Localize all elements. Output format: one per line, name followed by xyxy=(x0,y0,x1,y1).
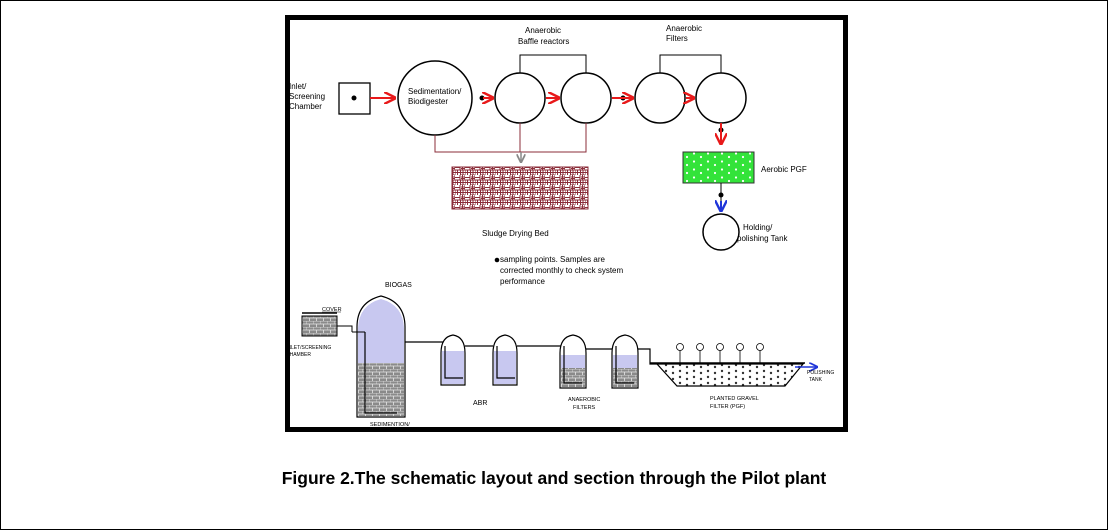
aerobic-pgf xyxy=(682,151,755,184)
filters-bracket xyxy=(659,54,722,73)
anaerobic-filter-2 xyxy=(695,72,747,124)
holding-label-1: Holding/ xyxy=(743,223,773,232)
section-tank-label-2: TANK xyxy=(809,377,823,383)
sedimentation-label-1: Sedimentation/ xyxy=(408,87,462,96)
filters-label-2: Filters xyxy=(666,34,688,43)
section-sedimentation-label-1: SEDIMENTION/ xyxy=(370,422,410,428)
abr-label-2: Baffle reactors xyxy=(518,37,569,46)
holding-label-2: polishing Tank xyxy=(737,234,789,243)
section-pgf xyxy=(650,343,817,387)
sampling-point-4 xyxy=(718,192,724,198)
abr-bracket xyxy=(519,54,587,73)
section-pgf-label-2: FILTER (PGF) xyxy=(710,404,745,410)
section-pgf-label-1: PLANTED GRAVEL xyxy=(710,396,759,402)
abr-tank-2 xyxy=(560,72,612,124)
sampling-legend-1: sampling points. Samples are xyxy=(500,255,605,264)
inlet-label-1: Inlet/ xyxy=(289,82,307,91)
anaerobic-filter-1 xyxy=(634,72,686,124)
pgf-label: Aerobic PGF xyxy=(761,165,807,174)
sludge-drying-bed xyxy=(451,166,589,210)
inlet-label-3: Chamber xyxy=(289,102,322,111)
section-filters-label-1: ANAEROBIC xyxy=(568,397,600,403)
section-biodigester xyxy=(352,295,406,418)
sludge-label: Sludge Drying Bed xyxy=(482,229,549,238)
section-tank-label-1: POLISHING xyxy=(807,370,834,376)
sampling-legend-3: performance xyxy=(500,277,545,286)
holding-tank xyxy=(702,213,740,251)
sedimentation-label-2: Biodigester xyxy=(408,97,448,106)
figure: Inlet/ Screening Chamber Sedimentation/ … xyxy=(285,15,848,432)
filters-label-1: Anaerobic xyxy=(666,24,702,33)
inlet-chamber xyxy=(338,82,371,115)
section-cover-label: COVER xyxy=(322,307,342,313)
section-inlet-label-1: INLET/SCREENING xyxy=(286,345,331,351)
sampling-legend-2: corrected monthly to check system xyxy=(500,266,623,275)
inlet-label-2: Screening xyxy=(289,92,325,101)
section-biogas-label: BIOGAS xyxy=(385,282,412,289)
section-filters-label-2: FILTERS xyxy=(573,405,596,411)
section-inlet-chamber xyxy=(301,312,353,337)
abr-tank-1 xyxy=(494,72,546,124)
section-anaerobic-filters xyxy=(559,334,659,389)
section-abr-label: ABR xyxy=(473,400,487,407)
sludge-lines xyxy=(434,123,587,153)
section-inlet-label-2: CHAMBER xyxy=(286,352,311,358)
figure-caption: Figure 2.The schematic layout and sectio… xyxy=(281,468,827,488)
legend-sampling-dot xyxy=(494,257,500,263)
abr-label-1: Anaerobic xyxy=(525,26,561,35)
section-abr xyxy=(440,334,565,386)
process-diagram: Inlet/ Screening Chamber Sedimentation/ … xyxy=(286,20,843,428)
